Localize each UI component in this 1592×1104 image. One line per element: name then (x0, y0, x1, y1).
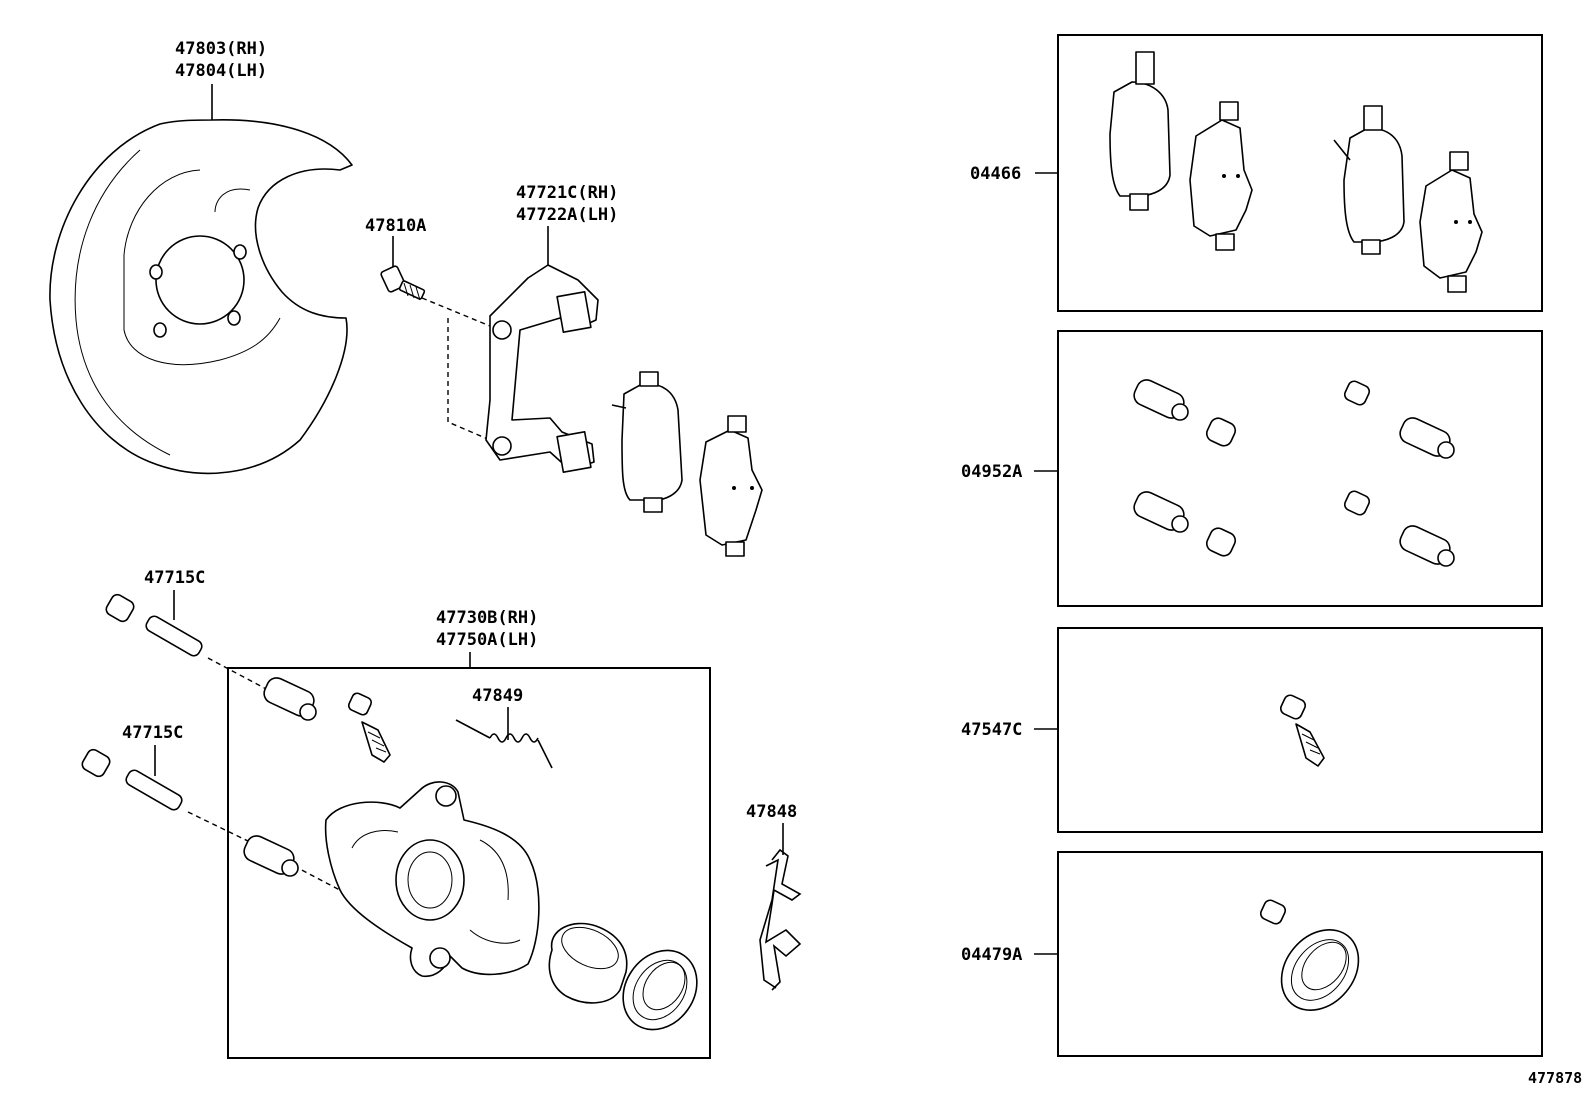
dust-shield-hub-hole (155, 235, 245, 325)
kit-04466-pad-1 (1109, 51, 1171, 211)
slide-pin-bottom (125, 769, 183, 811)
label-47722a: 47722A(LH) (516, 205, 618, 225)
label-47803: 47803(RH) (175, 39, 267, 59)
brake-pad-inner (611, 371, 683, 513)
kit-box-04952a (1057, 330, 1543, 607)
kit-04952a-sleeve-1 (1133, 379, 1189, 421)
caliper-spring-47849 (455, 719, 553, 769)
kit-47547c-bleeder-cap (1279, 694, 1307, 720)
caliper-pin-sleeve-top (263, 677, 317, 721)
pin-dash-top (207, 657, 269, 691)
label-47848: 47848 (746, 802, 797, 822)
bleeder-screw (361, 721, 391, 763)
slide-pin-top (145, 615, 203, 657)
slide-pin-boot-bottom (81, 748, 111, 778)
pin-dash-bottom (187, 811, 251, 843)
bolt-dash-upper (421, 297, 491, 327)
kit-04479a-seal (1280, 929, 1360, 1011)
label-04952a: 04952A (961, 462, 1022, 482)
kit-04466-pad-2 (1189, 101, 1253, 251)
caliper-body (324, 781, 540, 978)
kit-box-04479a (1057, 851, 1543, 1057)
kit-04952a-boot-1 (1205, 417, 1237, 447)
label-47750a: 47750A(LH) (436, 630, 538, 650)
kit-04479a-boot (1259, 899, 1287, 925)
brake-pad-outer (699, 415, 763, 557)
label-47547c: 47547C (961, 720, 1022, 740)
kit-04952a-sleeve-2 (1399, 417, 1455, 459)
label-47810a: 47810A (365, 216, 426, 236)
piston-seal (622, 949, 698, 1031)
kit-04466-pad-4 (1419, 151, 1483, 293)
label-47715c-top: 47715C (144, 568, 205, 588)
mounting-bolt-part (380, 265, 426, 301)
caliper-piston (548, 922, 628, 1004)
kit-04952a-sleeve-4 (1399, 525, 1455, 567)
kit-04952a-cap-1 (1343, 380, 1371, 406)
dust-shield-part (49, 119, 353, 475)
slide-pin-boot-top (105, 593, 135, 623)
kit-47547c-bleeder-screw (1295, 723, 1325, 767)
kit-box-04466 (1057, 34, 1543, 312)
pad-support-clip (759, 848, 802, 991)
mounting-bracket-part (485, 264, 599, 473)
diagram-reference-number: 477878 (1528, 1069, 1582, 1087)
kit-04952a-sleeve-3 (1133, 491, 1189, 533)
label-04466: 04466 (970, 164, 1021, 184)
bleeder-cap (347, 692, 373, 716)
kit-04466-pad-3 (1333, 105, 1405, 255)
caliper-assembly-box (227, 667, 711, 1059)
kit-box-47547c (1057, 627, 1543, 833)
label-47849: 47849 (472, 686, 523, 706)
label-47730b: 47730B(RH) (436, 608, 538, 628)
label-04479a: 04479A (961, 945, 1022, 965)
kit-04952a-boot-2 (1205, 527, 1237, 557)
label-47721c: 47721C(RH) (516, 183, 618, 203)
label-47804: 47804(LH) (175, 61, 267, 81)
bolt-dash-lower (447, 318, 491, 441)
kit-04952a-cap-2 (1343, 490, 1371, 516)
caliper-pin-sleeve-bottom (243, 835, 299, 877)
label-47715c-bottom: 47715C (122, 723, 183, 743)
